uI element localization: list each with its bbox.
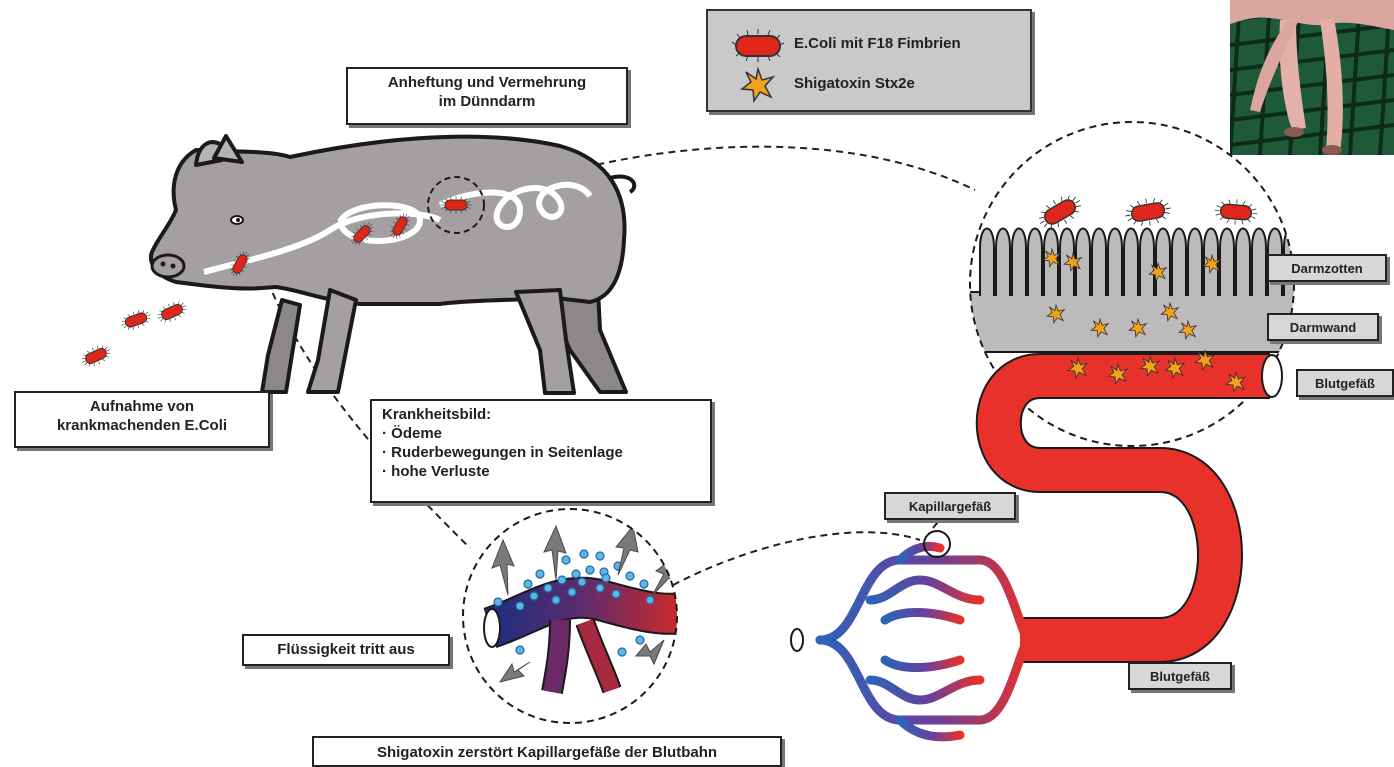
clinical-signs-item: · hohe Verluste: [382, 462, 700, 481]
capillary-network: [800, 546, 1030, 736]
bacterium-icon: [441, 196, 472, 214]
attachment-label: Anheftung und Vermehrung im Dünndarm: [346, 67, 628, 125]
attachment-label-line1: Anheftung und Vermehrung: [356, 73, 618, 92]
uptake-label: Aufnahme von krankmachenden E.Coli: [14, 391, 270, 448]
legend: E.Coli mit F18 Fimbrien Shigatoxin Stx2e: [706, 9, 1032, 112]
attachment-label-line2: im Dünndarm: [356, 92, 618, 111]
bacterium-icon: [732, 29, 784, 62]
bacterium-icon: [118, 306, 153, 333]
bacterium-icon: [154, 297, 189, 326]
legend-toxin-label: Shigatoxin Stx2e: [794, 75, 915, 92]
fluid-leak-label: Flüssigkeit tritt aus: [242, 634, 450, 666]
blood-vessel-top-label: Blutgefäß: [1296, 369, 1394, 397]
legend-ecoli-label: E.Coli mit F18 Fimbrien: [794, 35, 961, 52]
legend-symbols: [730, 25, 786, 105]
intestinal-wall-label: Darmwand: [1267, 313, 1379, 341]
blood-vessel-s: [999, 355, 1282, 640]
capillary-label: Kapillargefäß: [884, 492, 1016, 520]
bacterium-icon: [78, 341, 113, 370]
clinical-signs-item: · Ödeme: [382, 424, 700, 443]
clinical-signs-item: · Ruderbewegungen in Seitenlage: [382, 443, 700, 462]
uptake-label-line2: krankmachenden E.Coli: [24, 416, 260, 435]
blood-vessel-bottom-label: Blutgefäß: [1128, 662, 1232, 690]
piglet-photo: [1230, 0, 1394, 155]
uptake-label-line1: Aufnahme von: [24, 397, 260, 416]
clinical-signs-title: Krankheitsbild:: [382, 405, 700, 424]
caption-label: Shigatoxin zerstört Kapillargefäße der B…: [312, 736, 782, 767]
villi-label: Darmzotten: [1267, 254, 1387, 282]
toxin-star-icon: [742, 69, 773, 101]
leak-magnification: [463, 509, 696, 723]
clinical-signs-box: Krankheitsbild: · Ödeme · Ruderbewegunge…: [370, 399, 712, 503]
